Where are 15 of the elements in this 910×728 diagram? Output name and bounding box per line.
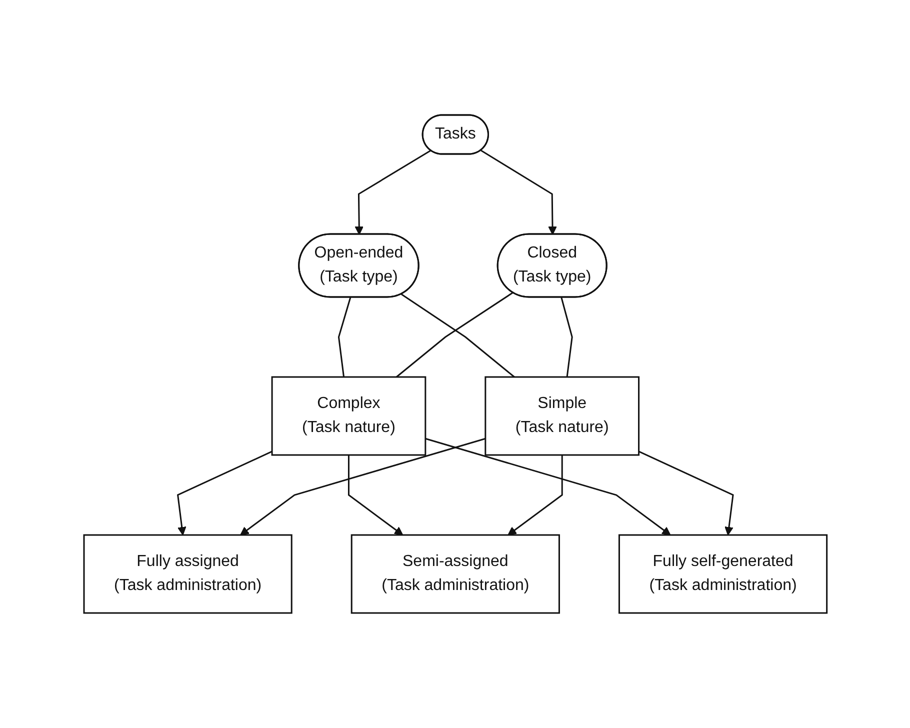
arrow bbox=[354, 150, 431, 235]
node-box: Semi-assigned (Task administration) bbox=[350, 534, 560, 614]
arrow bbox=[507, 455, 562, 536]
connector bbox=[560, 297, 572, 378]
node-box: Fully assigned (Task administration) bbox=[82, 534, 292, 614]
arrow bbox=[638, 450, 734, 536]
node-box: Complex (Task nature) bbox=[270, 376, 426, 456]
node-box: Fully self-generated (Task administration) bbox=[618, 534, 828, 614]
arrow bbox=[424, 438, 670, 536]
arrow bbox=[348, 455, 403, 536]
arrow bbox=[176, 450, 272, 536]
connector bbox=[338, 297, 351, 378]
arrow bbox=[240, 438, 486, 536]
node-box: Simple (Task nature) bbox=[484, 376, 640, 456]
arrow bbox=[480, 150, 556, 235]
